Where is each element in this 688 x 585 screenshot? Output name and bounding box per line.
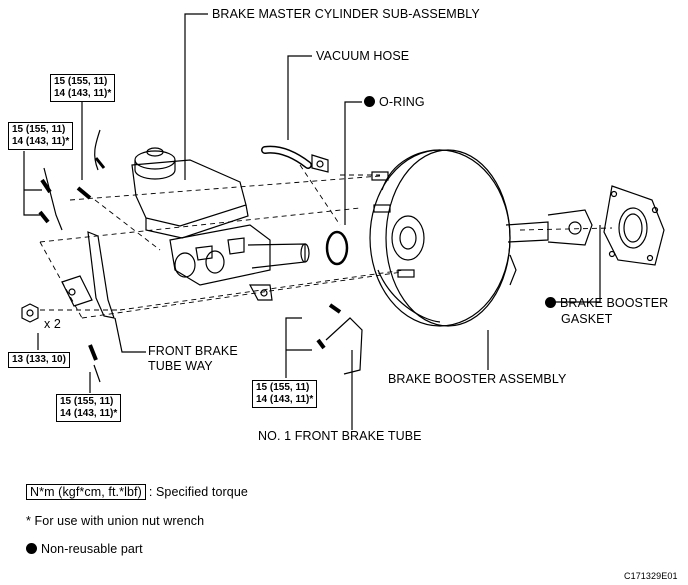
o-ring-drawing <box>325 230 349 266</box>
leader-tube-way <box>114 317 146 353</box>
non-reusable-dot-icon <box>364 96 375 107</box>
legend-torque-units: N*m (kgf*cm, ft.*lbf): Specified torque <box>26 484 248 500</box>
label-no1-front-brake-tube: NO. 1 FRONT BRAKE TUBE <box>258 429 422 443</box>
label-booster-assembly: BRAKE BOOSTER ASSEMBLY <box>388 372 567 386</box>
leader-gasket <box>553 225 601 303</box>
torque-value: 15 (155, 11) <box>12 124 66 135</box>
label-booster-gasket-line2: GASKET <box>561 312 613 326</box>
figure-code: C171329E01 <box>624 571 678 581</box>
leader-o-ring <box>344 101 362 225</box>
label-master-cylinder: BRAKE MASTER CYLINDER SUB-ASSEMBLY <box>212 7 480 21</box>
legend-unit-desc: : Specified torque <box>148 485 248 499</box>
label-booster-gasket: BRAKE BOOSTER <box>545 296 668 310</box>
label-nut-count: x 2 <box>44 317 61 331</box>
label-tube-way-line1: FRONT BRAKE <box>148 344 238 358</box>
bracket-center <box>285 317 302 378</box>
torque-box-lower-left: 15 (155, 11) 14 (143, 11)* <box>56 394 122 422</box>
label-tube-way-line2: TUBE WAY <box>148 359 213 373</box>
vacuum-hose-drawing <box>261 145 329 173</box>
legend-wrench-note: * For use with union nut wrench <box>26 514 205 528</box>
master-cylinder-drawing <box>131 147 310 301</box>
booster-gasket-drawing <box>603 185 665 266</box>
nut-drawing <box>21 303 39 323</box>
label-booster-gasket-line1: BRAKE BOOSTER <box>560 296 669 310</box>
bracket-upper-b <box>23 151 40 216</box>
legend-non-reusable-text: Non-reusable part <box>41 542 143 556</box>
torque-value: 15 (155, 11) <box>256 382 310 393</box>
brake-booster-drawing <box>369 149 593 327</box>
tube-way-drawing <box>61 231 115 319</box>
torque-value: 13 (133, 10) <box>12 354 66 365</box>
torque-value-wrench: 14 (143, 11)* <box>60 408 118 419</box>
non-reusable-dot-icon <box>545 297 556 308</box>
torque-value-wrench: 14 (143, 11)* <box>54 88 112 99</box>
leader-master-cylinder <box>184 13 208 180</box>
torque-box-nut: 13 (133, 10) <box>8 352 70 368</box>
torque-value: 15 (155, 11) <box>60 396 114 407</box>
torque-value: 15 (155, 11) <box>54 76 108 87</box>
leader-vacuum-hose <box>287 55 312 140</box>
legend-non-reusable: Non-reusable part <box>26 542 143 556</box>
legend-unit-box: N*m (kgf*cm, ft.*lbf) <box>26 484 146 500</box>
torque-box-center: 15 (155, 11) 14 (143, 11)* <box>252 380 318 408</box>
label-vacuum-hose: VACUUM HOSE <box>316 49 410 63</box>
torque-box-upper-a: 15 (155, 11) 14 (143, 11)* <box>50 74 116 102</box>
torque-box-upper-b: 15 (155, 11) 14 (143, 11)* <box>8 122 74 150</box>
label-o-ring-text: O-RING <box>379 95 425 109</box>
torque-value-wrench: 14 (143, 11)* <box>12 136 70 147</box>
torque-value-wrench: 14 (143, 11)* <box>256 394 314 405</box>
label-o-ring: O-RING <box>364 95 425 109</box>
non-reusable-dot-icon <box>26 543 37 554</box>
brake-tubes-drawing <box>38 129 363 383</box>
